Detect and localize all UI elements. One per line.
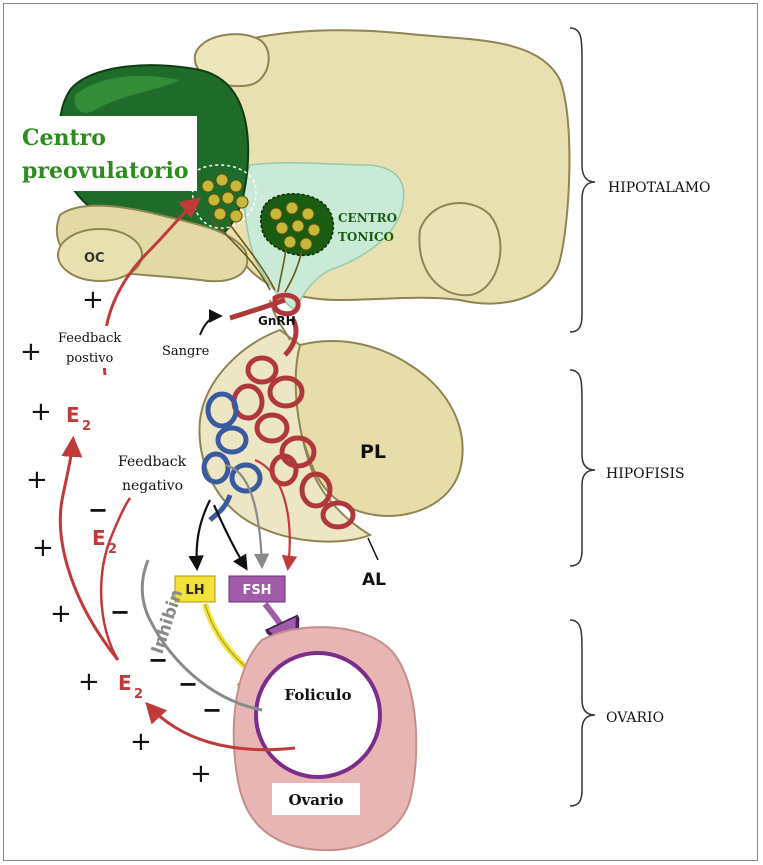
lh-label: LH xyxy=(185,583,204,598)
svg-text:+: + xyxy=(82,285,104,315)
centro-preovulatorio-line2: preovulatorio xyxy=(22,158,189,184)
al-pointer xyxy=(368,538,378,560)
region-ovario: OVARIO xyxy=(606,710,664,726)
svg-text:E: E xyxy=(118,671,132,695)
svg-text:−: − xyxy=(110,598,130,626)
svg-text:+: + xyxy=(26,465,48,495)
svg-text:−: − xyxy=(202,696,222,724)
svg-text:+: + xyxy=(30,397,52,427)
feedback-pos-line1: Feedback xyxy=(58,331,121,346)
svg-text:−: − xyxy=(88,496,108,524)
gnrh-label: GnRH xyxy=(258,314,296,328)
svg-text:E: E xyxy=(92,526,106,550)
svg-text:2: 2 xyxy=(108,542,117,557)
region-braces xyxy=(570,28,595,806)
svg-text:2: 2 xyxy=(82,419,91,434)
svg-text:+: + xyxy=(50,599,72,629)
ovario-label: Ovario xyxy=(288,791,343,809)
oc-label: OC xyxy=(84,251,105,266)
pl-label: PL xyxy=(360,441,386,463)
al-label: AL xyxy=(362,570,386,590)
minus-signs: − − − − − xyxy=(88,496,222,724)
svg-text:+: + xyxy=(190,759,212,789)
svg-text:+: + xyxy=(32,533,54,563)
centro-tonico-line2: TONICO xyxy=(338,230,394,244)
svg-text:+: + xyxy=(20,337,42,367)
region-hipofisis: HIPOFISIS xyxy=(606,466,685,482)
svg-text:+: + xyxy=(78,667,100,697)
fsh-label: FSH xyxy=(242,583,271,598)
blood-arrow xyxy=(200,316,220,335)
svg-text:−: − xyxy=(178,670,198,698)
feedback-neg-line2: negativo xyxy=(122,478,183,494)
centro-tonico-line1: CENTRO xyxy=(338,211,397,225)
e2-upper: E 2 xyxy=(66,403,91,434)
ovary-structure xyxy=(234,627,417,850)
svg-text:2: 2 xyxy=(134,687,143,702)
foliculo-label: Foliculo xyxy=(285,686,352,704)
region-hipotalamo: HIPOTALAMO xyxy=(608,180,711,196)
e2-lower: E 2 xyxy=(118,671,143,702)
follicle xyxy=(256,653,380,777)
centro-preovulatorio-line1: Centro xyxy=(22,125,106,151)
feedback-neg-line1: Feedback xyxy=(118,454,187,470)
feedback-pos-line2: postivo xyxy=(66,351,114,366)
svg-text:+: + xyxy=(130,727,152,757)
svg-text:−: − xyxy=(148,646,168,674)
sangre-label: Sangre xyxy=(162,344,210,359)
svg-text:E: E xyxy=(66,403,80,427)
